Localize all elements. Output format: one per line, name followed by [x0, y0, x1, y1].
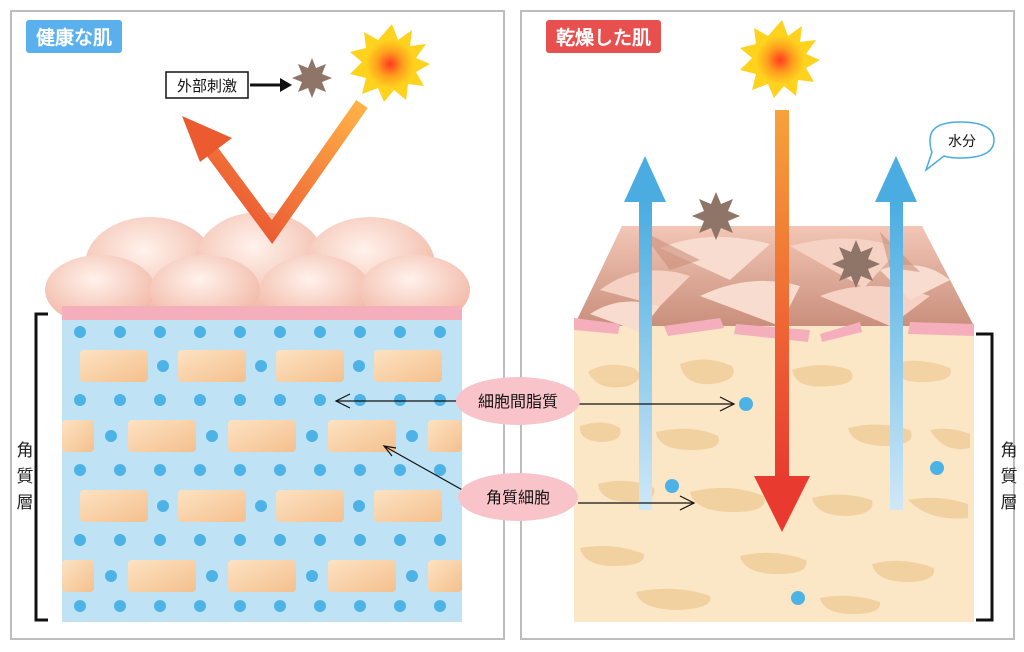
sun-icon-right — [740, 20, 820, 98]
sun-icon-left — [350, 24, 430, 102]
corneocyte-callout — [458, 473, 578, 521]
dry-skin-title: 乾燥した肌 — [546, 20, 662, 53]
healthy-skin-title: 健康な肌 — [26, 20, 123, 53]
water-bubble — [924, 121, 995, 173]
stratum-corneum-bracket-right — [976, 332, 994, 622]
healthy-lipid-dots — [74, 326, 446, 612]
stratum-corneum-label-right: 角質層 — [998, 438, 1020, 516]
stratum-corneum-label-left: 角質層 — [14, 438, 36, 516]
stratum-corneum-char: 層 — [1000, 493, 1018, 513]
stratum-corneum-bracket-left — [34, 312, 48, 622]
stratum-corneum-char: 質 — [16, 467, 34, 487]
corneocyte-label: 角質細胞 — [486, 488, 550, 507]
reflected-light-arrow — [182, 99, 368, 244]
healthy-corneocytes — [62, 350, 462, 592]
dry-skin-illustration — [574, 20, 995, 622]
uv-penetration-arrow — [754, 110, 810, 532]
stratum-corneum-char: 角 — [16, 441, 34, 461]
water-escape-arrows — [624, 156, 917, 510]
healthy-skin-illustration — [34, 24, 470, 622]
callouts — [334, 377, 736, 521]
intercellular-lipid-label: 細胞間脂質 — [478, 392, 558, 411]
stimulus-pointer-head — [280, 78, 292, 92]
stimulus-icon-left — [292, 58, 332, 98]
external-stimulus-label: 外部刺激 — [177, 77, 237, 95]
stimulus-icon-right-2 — [832, 240, 880, 288]
dry-surface-line — [574, 318, 974, 342]
intercellular-lipid-callout — [456, 377, 580, 425]
stratum-corneum-char: 層 — [16, 493, 34, 513]
external-stimulus-box — [165, 71, 249, 99]
water-label: 水分 — [948, 134, 976, 150]
healthy-surface-line — [62, 306, 462, 320]
stratum-corneum-char: 質 — [1000, 467, 1018, 487]
dry-corneocytes — [579, 359, 970, 614]
dry-flaky-surface — [574, 226, 974, 332]
stratum-corneum-char: 角 — [1000, 441, 1018, 461]
dry-lipid-dots — [665, 397, 944, 605]
stimulus-icon-right-1 — [692, 192, 740, 240]
